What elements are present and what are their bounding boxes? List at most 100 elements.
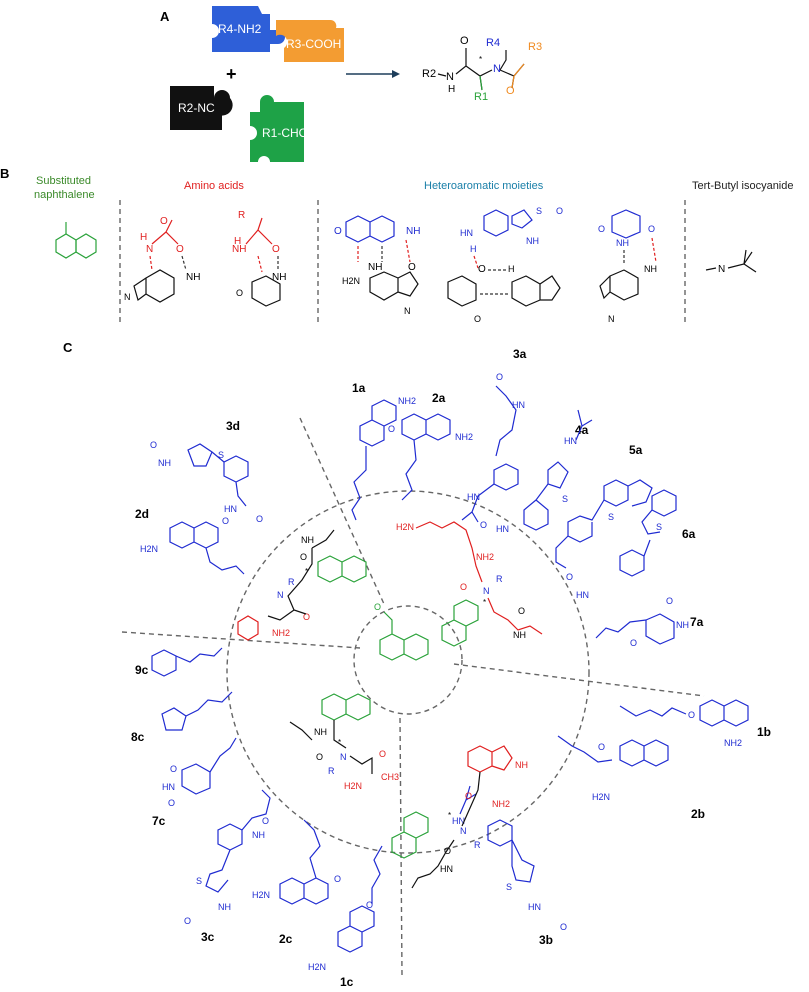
- svg-text:NH: NH: [186, 272, 200, 283]
- svg-text:O: O: [598, 742, 605, 752]
- structure-7c: O HN O: [162, 737, 237, 808]
- svg-text:NH: NH: [644, 264, 657, 274]
- svg-text:NH: NH: [676, 620, 689, 630]
- svg-text:O: O: [474, 314, 481, 324]
- svg-text:R2: R2: [422, 68, 436, 80]
- svg-text:H: H: [508, 264, 515, 274]
- svg-text:HN: HN: [576, 590, 589, 600]
- svg-text:O: O: [334, 874, 341, 884]
- svg-text:NH2: NH2: [492, 799, 510, 809]
- svg-text:HN: HN: [440, 864, 453, 874]
- label-1b: 1b: [757, 725, 771, 739]
- svg-text:HN: HN: [460, 228, 473, 238]
- svg-text:N: N: [460, 826, 467, 836]
- quadrant-phenylalanine: NH O * R N NH2 O: [237, 529, 367, 641]
- quadrant-alanine: NH O * R N O H2N CH3: [289, 693, 399, 791]
- svg-text:CH3: CH3: [381, 772, 399, 782]
- svg-text:NH: NH: [616, 238, 629, 248]
- label-1a: 1a: [352, 381, 366, 395]
- svg-text:S: S: [536, 206, 542, 216]
- label-2c: 2c: [279, 932, 293, 946]
- svg-text:N: N: [340, 752, 347, 762]
- puzzle-piece-aldehyde: R1-CHO: [250, 95, 308, 162]
- svg-text:O: O: [334, 226, 342, 237]
- svg-text:HN: HN: [564, 436, 577, 446]
- svg-text:O: O: [366, 900, 373, 910]
- svg-text:O: O: [518, 606, 525, 616]
- label-3c: 3c: [201, 930, 215, 944]
- cytosine-aminoacid-pair: R H NH O NH O: [232, 210, 286, 307]
- svg-text:O: O: [388, 424, 395, 434]
- structure-7a: O NH O: [595, 596, 689, 648]
- svg-text:NH: NH: [368, 262, 382, 273]
- svg-text:R1: R1: [474, 91, 488, 103]
- svg-text:NH: NH: [314, 727, 327, 737]
- label-2b: 2b: [691, 807, 705, 821]
- structure-6a: S HN: [576, 489, 677, 600]
- svg-text:H2N: H2N: [396, 522, 414, 532]
- svg-text:H2N: H2N: [252, 890, 270, 900]
- svg-text:*: *: [305, 567, 308, 576]
- label-3a: 3a: [513, 347, 527, 361]
- svg-text:S: S: [196, 876, 202, 886]
- svg-text:H: H: [234, 236, 241, 247]
- label-2a: 2a: [432, 391, 446, 405]
- label-7a: 7a: [690, 615, 704, 629]
- ugi-product: R2 N H O * N R4 R1 R3 O: [422, 35, 542, 103]
- svg-text:O: O: [300, 552, 307, 562]
- structure-3d: O NH S HN O: [150, 440, 263, 524]
- svg-text:N: N: [718, 264, 725, 275]
- structure-2b: O H2N: [557, 735, 669, 802]
- svg-text:HN: HN: [452, 816, 465, 826]
- svg-text:O: O: [168, 798, 175, 808]
- structure-8c: [161, 691, 233, 731]
- isocyanide-title: Tert-Butyl isocyanide: [692, 180, 794, 192]
- svg-text:R3: R3: [528, 41, 542, 53]
- svg-text:*: *: [483, 598, 486, 607]
- svg-text:O: O: [465, 791, 472, 801]
- svg-text:N: N: [124, 292, 131, 302]
- svg-text:NH: NH: [406, 226, 420, 237]
- outer-circle: [226, 490, 590, 854]
- tert-butyl-isocyanide: N: [705, 249, 757, 275]
- svg-text:O: O: [303, 612, 310, 622]
- svg-text:O: O: [566, 572, 573, 582]
- label-2d: 2d: [135, 507, 149, 521]
- svg-text:HN: HN: [162, 782, 175, 792]
- svg-text:R4: R4: [486, 37, 500, 49]
- svg-text:O: O: [506, 85, 515, 97]
- structure-9c: [151, 647, 223, 677]
- panel-label-c: C: [63, 340, 73, 355]
- naphthaldehyde-core: O: [374, 602, 429, 661]
- svg-text:S: S: [608, 512, 614, 522]
- svg-text:N: N: [277, 590, 284, 600]
- label-8c: 8c: [131, 730, 145, 744]
- label-3b: 3b: [539, 933, 553, 947]
- svg-text:NH: NH: [513, 630, 526, 640]
- svg-text:NH2: NH2: [398, 396, 416, 406]
- svg-text:HN: HN: [512, 400, 525, 410]
- naphthalene-structure: [55, 222, 97, 259]
- svg-text:O: O: [598, 224, 605, 234]
- amine-label: R4-NH2: [218, 22, 262, 36]
- svg-text:NH: NH: [252, 830, 265, 840]
- structure-5a: S O: [555, 479, 653, 582]
- svg-text:H2N: H2N: [140, 544, 158, 554]
- svg-text:H: H: [470, 244, 477, 254]
- svg-text:O: O: [236, 288, 243, 298]
- svg-text:*: *: [479, 55, 482, 64]
- svg-text:NH: NH: [232, 244, 246, 255]
- svg-text:O: O: [460, 35, 469, 47]
- amino-acids-title: Amino acids: [184, 180, 244, 192]
- plus-sign: +: [226, 64, 237, 84]
- svg-text:O: O: [184, 916, 191, 926]
- naphthalene-title-2: naphthalene: [34, 189, 95, 201]
- svg-text:H2N: H2N: [592, 792, 610, 802]
- structure-2d: O H2N: [140, 516, 245, 575]
- naphthyridine-guanine-pair: O NH NH O H2N N: [334, 215, 420, 316]
- svg-text:O: O: [666, 596, 673, 606]
- svg-text:O: O: [478, 264, 486, 275]
- structure-3c: NH O S NH O: [184, 789, 271, 926]
- radial-dividers: [121, 417, 705, 976]
